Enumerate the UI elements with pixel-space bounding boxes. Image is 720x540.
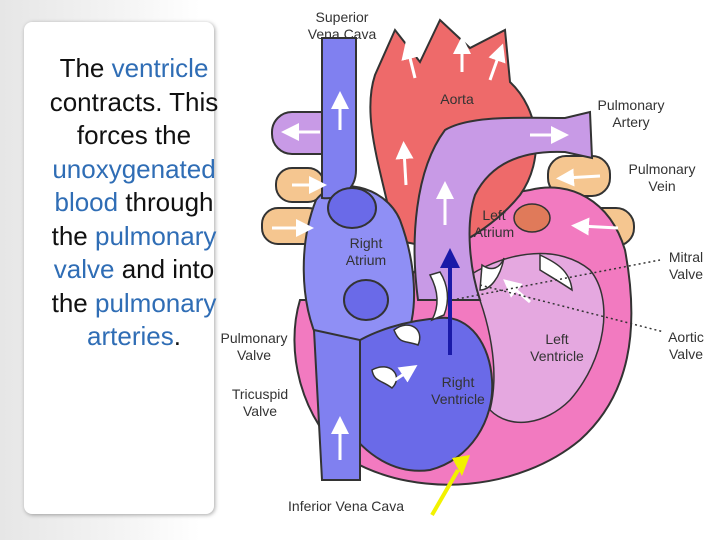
label-mitral-valve: Mitral [669,249,703,265]
tricuspid-valve-leaflet-2 [371,366,398,390]
pulmonary-valve [428,271,449,322]
caption-plain: and into the [51,254,215,318]
flow-arrow [503,279,531,304]
label-pulmonary-vein: Pulmonary [629,161,696,177]
blood-flow-arrows [272,36,619,460]
flow-arrow [395,141,414,186]
yellow-pointer-arrow [430,455,470,517]
flow-arrow [571,217,619,236]
label-aortic-valve: Valve [669,346,703,362]
tricuspid-valve-leaflet-1 [393,324,421,346]
caption-term-pulmonary-arteries: pulmonary arteries [87,287,217,352]
label-inferior-vena-cava: Inferior Vena Cava [288,498,404,514]
caption-term-ventricle: ventricle [111,53,209,83]
pulmonary-vein-opening [513,203,551,233]
label-left-atrium: Left [482,207,505,223]
label-right-ventricle: Right [442,374,475,390]
label-superior-vena-cava: Superior [316,9,369,25]
mitral-valve [539,253,573,292]
caption-plain: The [59,53,112,83]
label-left-ventricle: Left [545,331,568,347]
label-right-atrium: Atrium [346,252,386,268]
label-right-atrium: Right [350,235,383,251]
flow-arrow [556,168,601,187]
valves [371,253,573,390]
caption-text: The ventricle contracts. This forces the… [36,52,232,354]
label-left-ventricle: Ventricle [530,348,584,364]
flow-arrow [401,41,419,79]
mitral-valve-leader [451,259,661,301]
label-right-ventricle: Ventricle [431,391,485,407]
label-aortic-valve: Aortic [668,329,704,345]
label-pulmonary-valve: Valve [237,347,271,363]
label-pulmonary-vein: Vein [648,178,675,194]
label-pulmonary-artery: Artery [612,114,649,130]
label-superior-vena-cava: Vena Cava [308,26,377,42]
leader-lines [451,259,665,333]
caption-term-pulmonary-valve: pulmonary valve [53,220,217,285]
caption-plain: . [173,321,181,351]
caption-plain: through the [51,187,214,251]
text-card [24,22,214,514]
aortic-valve-leader [479,284,665,333]
inferior-vena-cava [312,328,361,481]
heart-diagram: Superior Vena Cava Aorta Pulmonary Arter… [221,9,704,517]
label-tricuspid-valve: Tricuspid [232,386,288,402]
diagram-labels: Superior Vena Cava Aorta Pulmonary Arter… [221,9,704,514]
label-left-atrium: Atrium [474,224,514,240]
label-aorta: Aorta [440,91,474,107]
label-pulmonary-artery: Pulmonary [598,97,665,113]
label-pulmonary-valve: Pulmonary [221,330,288,346]
caption-plain: contracts. This forces the [49,86,219,151]
vena-cava-opening-top [327,187,377,229]
caption-term-unoxygenated-blood: unoxygenated blood [52,153,216,218]
flow-arrow [394,365,418,383]
vena-cava-opening-bottom [343,279,389,321]
label-mitral-valve: Valve [669,266,703,282]
flow-arrow [488,43,506,81]
aortic-valve [479,257,505,291]
label-tricuspid-valve: Valve [243,403,277,419]
